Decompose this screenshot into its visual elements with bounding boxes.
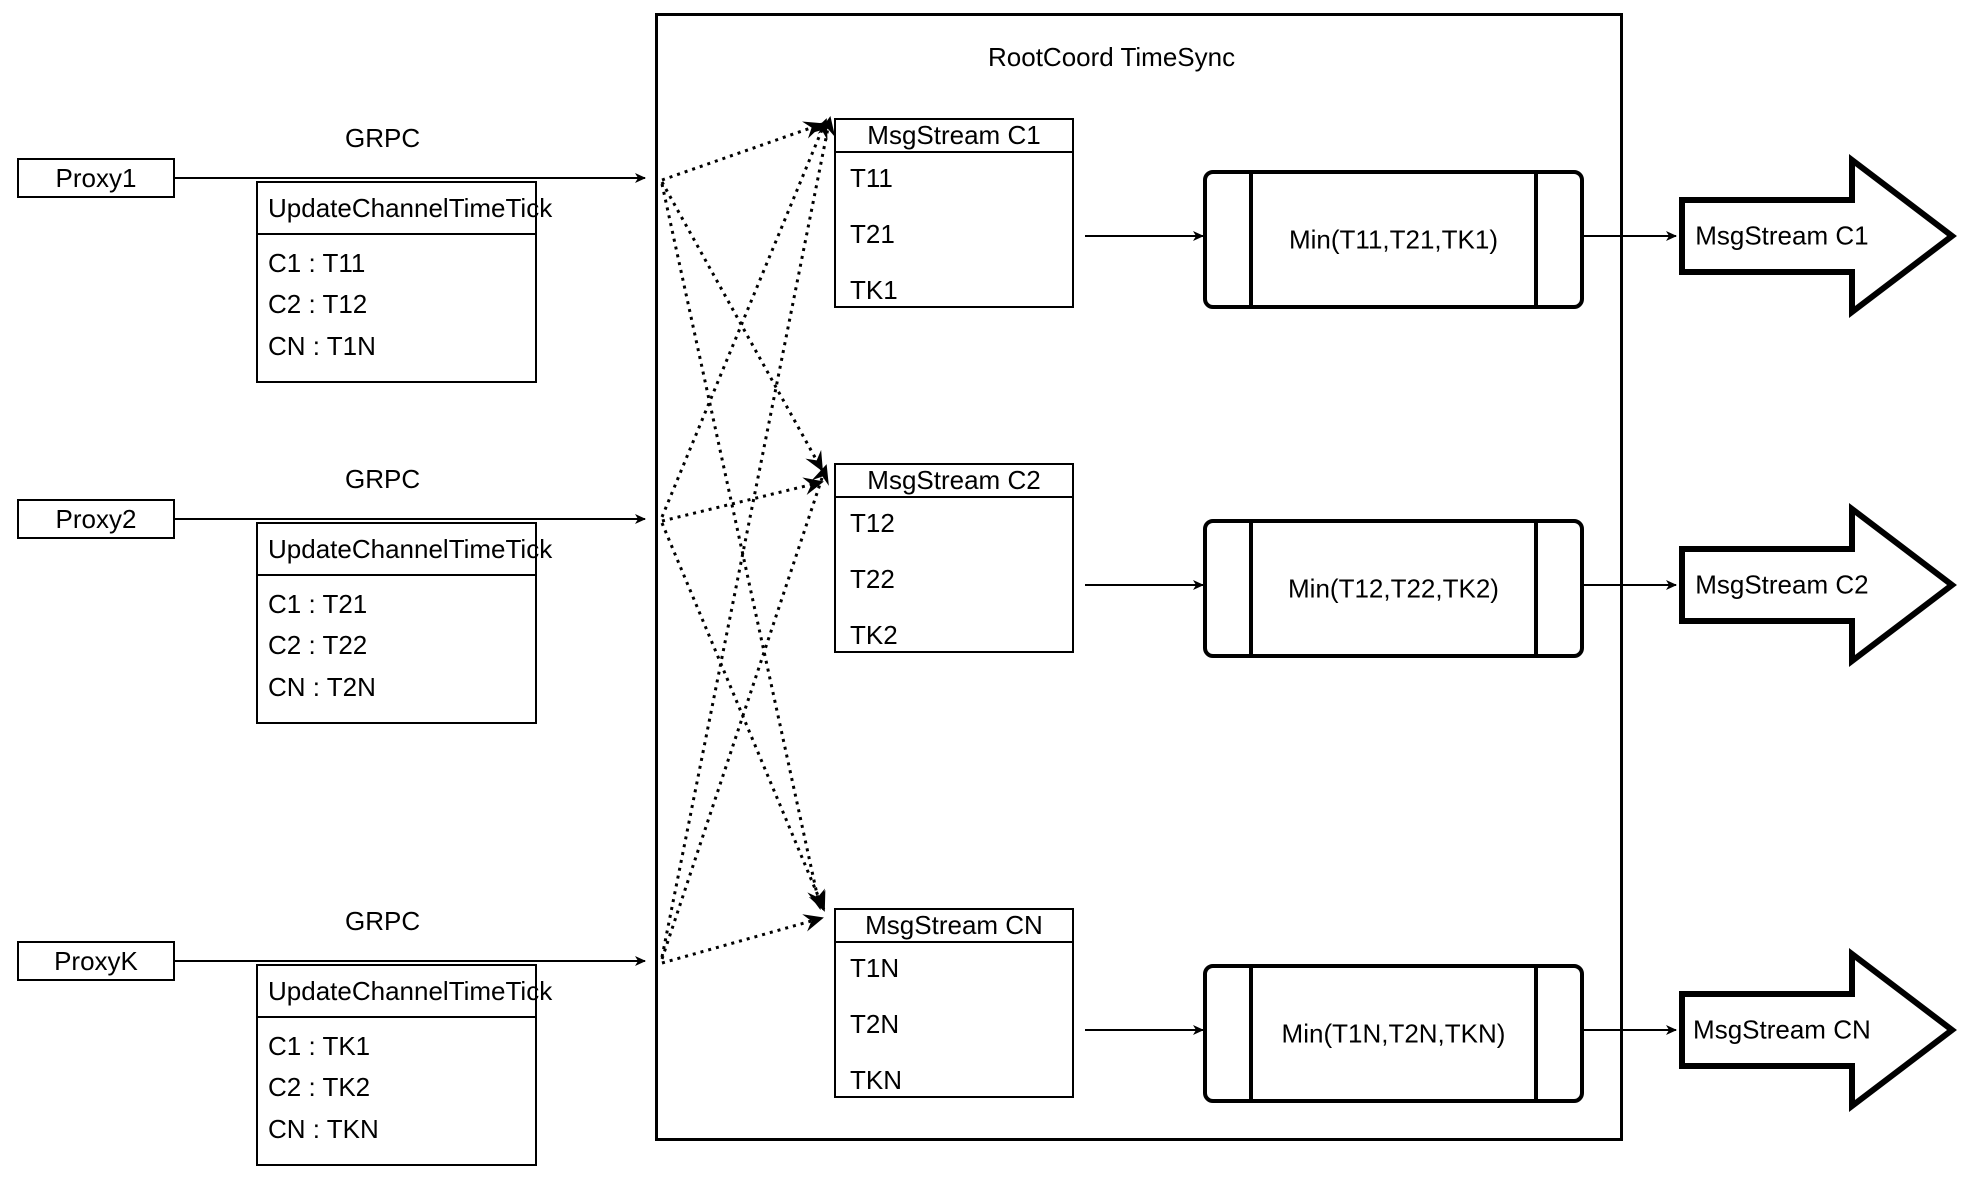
uctt-row: CN : T1N — [268, 330, 376, 361]
uctt-row: C1 : T21 — [268, 589, 368, 620]
process-divider-left — [1249, 968, 1253, 1099]
proxy-label: Proxy2 — [55, 503, 137, 534]
msgstream-title: MsgStream C1 — [836, 120, 1072, 153]
msgstream-box-3[interactable]: MsgStream CN T1N T2N TKN — [834, 908, 1074, 1098]
msgstream-title: MsgStream C2 — [836, 465, 1072, 498]
proxy-label: ProxyK — [54, 945, 138, 976]
min-process-box-1[interactable]: Min(T11,T21,TK1) — [1203, 170, 1584, 309]
min-label: Min(T11,T21,TK1) — [1288, 224, 1498, 254]
msgstream-tick: TKN — [850, 1065, 902, 1095]
msgstream-tick: T1N — [850, 953, 900, 983]
msgstream-ticks: T12 T22 TK2 — [836, 498, 1072, 678]
msgstream-tick: TK1 — [850, 275, 898, 305]
grpc-label-1: GRPC — [345, 123, 421, 153]
process-divider-right — [1534, 968, 1538, 1099]
grpc-label-3: GRPC — [345, 906, 421, 936]
process-divider-left — [1249, 174, 1253, 305]
output-arrow-label: MsgStream C2 — [1695, 569, 1869, 600]
msgstream-tick: T11 — [850, 163, 893, 193]
msgstream-ticks: T1N T2N TKN — [836, 943, 1072, 1123]
uctt-row: C2 : TK2 — [268, 1072, 371, 1103]
msgstream-tick: T21 — [850, 219, 895, 249]
uctt-title: UpdateChannelTimeTick — [258, 966, 552, 1018]
output-arrow-1[interactable]: MsgStream C1 — [1682, 160, 1952, 312]
msgstream-tick: TK2 — [850, 620, 898, 650]
grpc-label-2: GRPC — [345, 464, 421, 494]
proxy-box-1[interactable]: Proxy1 — [17, 158, 175, 198]
update-channel-timetick-box-2[interactable]: UpdateChannelTimeTick C1 : T21 C2 : T22 … — [256, 522, 552, 724]
output-arrow-2[interactable]: MsgStream C2 — [1682, 509, 1952, 661]
min-process-box-2[interactable]: Min(T12,T22,TK2) — [1203, 519, 1584, 658]
uctt-row: CN : TKN — [268, 1113, 379, 1144]
process-divider-right — [1534, 174, 1538, 305]
process-divider-left — [1249, 523, 1253, 654]
proxy-label: Proxy1 — [55, 162, 137, 193]
msgstream-ticks: T11 T21 TK1 — [836, 153, 1072, 333]
output-arrow-label: MsgStream CN — [1693, 1014, 1871, 1045]
uctt-rows: C1 : T21 C2 : T22 CN : T2N — [258, 576, 535, 722]
uctt-rows: C1 : T11 C2 : T12 CN : T1N — [258, 235, 535, 381]
uctt-row: C2 : T22 — [268, 630, 368, 661]
min-process-box-3[interactable]: Min(T1N,T2N,TKN) — [1203, 964, 1584, 1103]
uctt-row: C2 : T12 — [268, 289, 368, 320]
uctt-rows: C1 : TK1 C2 : TK2 CN : TKN — [258, 1018, 535, 1164]
update-channel-timetick-box-1[interactable]: UpdateChannelTimeTick C1 : T11 C2 : T12 … — [256, 181, 552, 383]
output-arrow-3[interactable]: MsgStream CN — [1682, 954, 1952, 1106]
proxy-box-2[interactable]: Proxy2 — [17, 499, 175, 539]
rootcoord-timesync-title: RootCoord TimeSync — [988, 42, 1236, 72]
proxy-box-3[interactable]: ProxyK — [17, 941, 175, 981]
msgstream-tick: T12 — [850, 508, 895, 538]
min-label: Min(T1N,T2N,TKN) — [1281, 1018, 1506, 1048]
msgstream-tick: T2N — [850, 1009, 900, 1039]
min-label: Min(T12,T22,TK2) — [1288, 573, 1499, 603]
rootcoord-timesync-container — [655, 13, 1623, 1141]
process-divider-right — [1534, 523, 1538, 654]
msgstream-box-1[interactable]: MsgStream C1 T11 T21 TK1 — [834, 118, 1074, 308]
msgstream-tick: T22 — [850, 564, 895, 594]
update-channel-timetick-box-3[interactable]: UpdateChannelTimeTick C1 : TK1 C2 : TK2 … — [256, 964, 552, 1166]
uctt-row: C1 : T11 — [268, 248, 366, 279]
uctt-row: CN : T2N — [268, 671, 376, 702]
uctt-title: UpdateChannelTimeTick — [258, 524, 552, 576]
uctt-title: UpdateChannelTimeTick — [258, 183, 552, 235]
msgstream-title: MsgStream CN — [836, 910, 1072, 943]
msgstream-box-2[interactable]: MsgStream C2 T12 T22 TK2 — [834, 463, 1074, 653]
uctt-row: C1 : TK1 — [268, 1031, 371, 1062]
output-arrow-label: MsgStream C1 — [1695, 220, 1869, 251]
